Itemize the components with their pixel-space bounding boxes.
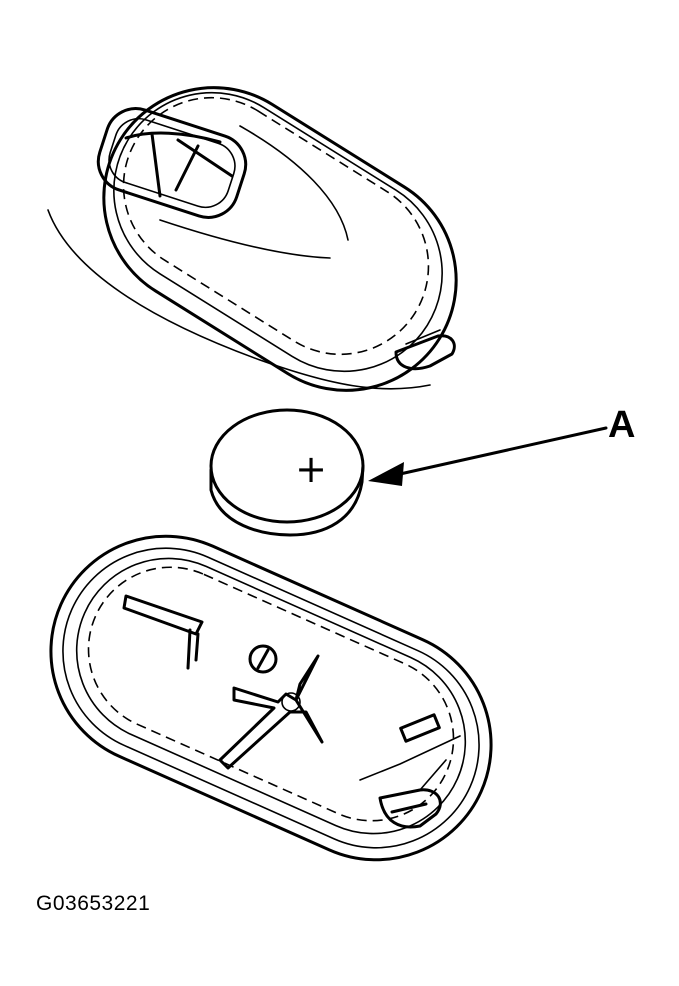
- battery-polarity-mark: +: [295, 447, 327, 491]
- callout-label-a: A: [608, 404, 636, 446]
- figure-id: G03653221: [36, 892, 151, 915]
- key-fob-top-cover: [47, 86, 458, 392]
- leader-arrow: [368, 426, 608, 486]
- coin-battery: +: [209, 408, 365, 537]
- key-fob-bottom-case: [49, 534, 493, 862]
